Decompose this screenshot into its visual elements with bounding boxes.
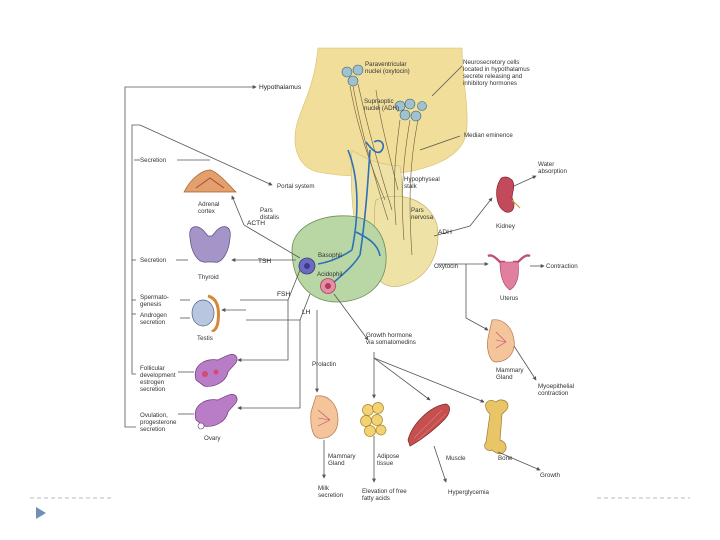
thyroid-icon [189,226,231,263]
label-median-eminence: Median eminence [464,132,513,139]
neurosecretory-leader [431,65,463,97]
oxytocin-mammary-arrow [465,264,489,331]
label-follicular: Follicular development estrogen secretio… [140,365,177,393]
label-adh: ADH [438,229,452,236]
label-adipose: Adipose tissue [377,453,401,467]
adh-arrow [433,197,493,237]
label-thyroid: Thyroid [198,274,219,281]
label-ovulation: Ovulation, progesterone secretion [140,412,178,433]
myoepithelial-arrow [513,345,537,381]
label-mammary-right: Mammary Gland [496,367,525,381]
label-tsh: TSH [258,258,271,265]
median-eminence-leader [419,135,461,151]
label-lh: LH [302,309,311,316]
label-ovary: Ovary [204,435,221,442]
label-free-fatty-acids: Elevation of free fatty acids [362,488,408,502]
label-neurosecretory: Neurosecretory cells located in hypothal… [463,59,531,87]
label-prolactin: Prolactin [312,361,337,368]
label-hypothalamus: Hypothalamus [259,84,302,91]
label-pars-nervosa: Pars nervosa [411,207,434,221]
water-arrow [513,175,537,187]
label-testis: Testis [197,335,213,342]
label-growth: Growth [540,472,561,479]
label-bone: Bone [498,455,513,462]
acth-arrow [231,195,301,259]
adipose-tissue-icon [360,402,387,437]
label-pars-distalis: Pars distalis [260,207,279,221]
growth-hormone-arrow [333,293,369,341]
label-fsh: FSH [277,291,290,298]
label-hypophyseal-stalk: Hypophyseal stalk [404,176,442,190]
label-androgen-secretion: Androgen secretion [140,312,169,326]
label-uterus: Uterus [500,295,518,302]
testis-icon [191,299,215,327]
label-oxytocin: Oxytocin [434,263,459,270]
label-secretion-adrenal: Secretion [140,157,167,164]
axon-bundle [349,83,419,256]
label-supraoptic: Supraoptic nuclei (ADH) [364,98,399,112]
portal-vessels [317,139,385,287]
label-contraction: Contraction [546,263,578,270]
label-acidophil: Acidophil [317,271,342,278]
label-kidney: Kidney [496,223,516,230]
kidney-icon [496,176,515,213]
label-adrenal-cortex: Adrenal cortex [198,201,221,215]
label-basophil: Basophil [318,252,342,259]
triangle-bullet-icon [36,507,46,519]
label-paraventricular: Paraventricular nuclei (oxytocin) [365,61,410,75]
label-muscle: Muscle [446,455,466,462]
feedback-line-inner [131,124,140,375]
ovary-ovulation-icon [194,394,238,427]
portal-system-arrow [139,124,273,186]
label-secretion-thyroid: Secretion [140,257,167,264]
mammary-gland-icon-bottom [310,395,339,439]
label-spermatogenesis: Spermato- genesis [140,294,171,308]
label-hyperglycemia: Hyperglycemia [448,489,489,496]
label-water-absorption: Water absorption [538,161,567,175]
label-mammary-bottom: Mammary Gland [328,453,357,467]
label-growth-hormone: Growth hormone via somatomedins [366,332,416,346]
bone-icon [484,399,509,455]
label-portal-system: Portal system [277,183,314,190]
muscle-icon [407,403,450,447]
label-myoepithelial: Myoepithelial contraction [538,383,576,397]
adrenal-cortex-icon [183,169,237,193]
label-milk-secretion: Milk secretion [318,485,344,499]
label-acth: ACTH [247,220,265,227]
feedback-line-outer [124,86,136,428]
